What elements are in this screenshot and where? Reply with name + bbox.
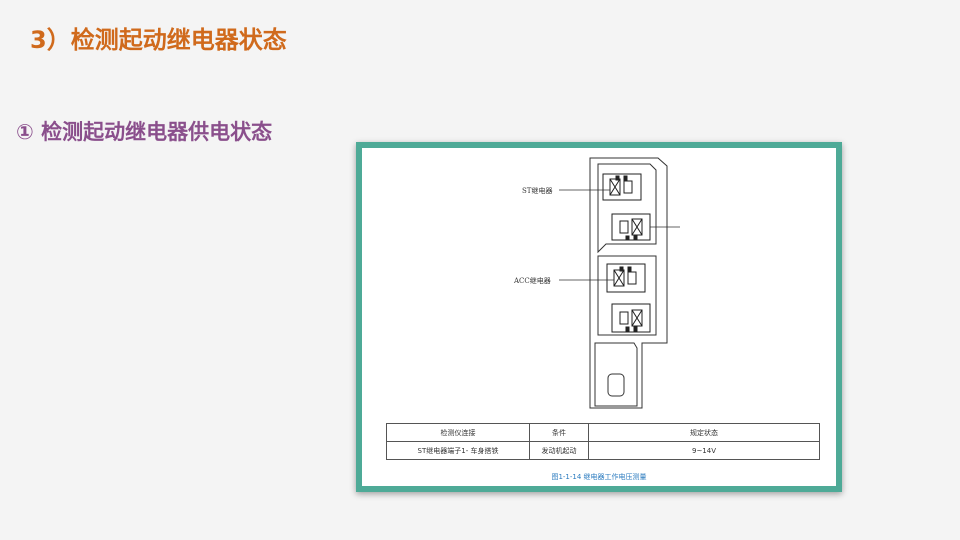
voltage-spec-table: 检测仪连接 条件 规定状态 ST继电器端子1- 车身搭铁 发动机起动 9~14V [386, 423, 820, 460]
table-cell: 发动机起动 [529, 441, 589, 460]
slide-title: 3）检测起动继电器状态 [30, 26, 287, 54]
acc-relay-icon [606, 263, 646, 293]
table-cell: ST继电器端子1- 车身搭铁 [386, 441, 530, 460]
table-header-cell: 规定状态 [588, 423, 820, 442]
table-header-cell: 条件 [529, 423, 589, 442]
relay-figure: ST继电器 ACC继电器 检测仪连接 条件 规定状态 ST继电器端子1- 车身搭… [356, 142, 842, 492]
table-cell: 9~14V [588, 441, 820, 460]
figure-caption: 图1-1-14 继电器工作电压测量 [551, 473, 647, 481]
relay-2-icon [611, 213, 651, 241]
relay-4-icon [611, 303, 651, 333]
table-header-cell: 检测仪连接 [386, 423, 530, 442]
relay-box-diagram [559, 157, 680, 409]
section-subtitle: ① 检测起动继电器供电状态 [16, 120, 273, 144]
acc-relay-callout: ACC继电器 [514, 277, 551, 285]
st-relay-icon [602, 173, 642, 201]
st-relay-callout: ST继电器 [522, 187, 553, 195]
table-row: ST继电器端子1- 车身搭铁 发动机起动 9~14V [386, 441, 820, 460]
table-header-row: 检测仪连接 条件 规定状态 [386, 423, 820, 442]
